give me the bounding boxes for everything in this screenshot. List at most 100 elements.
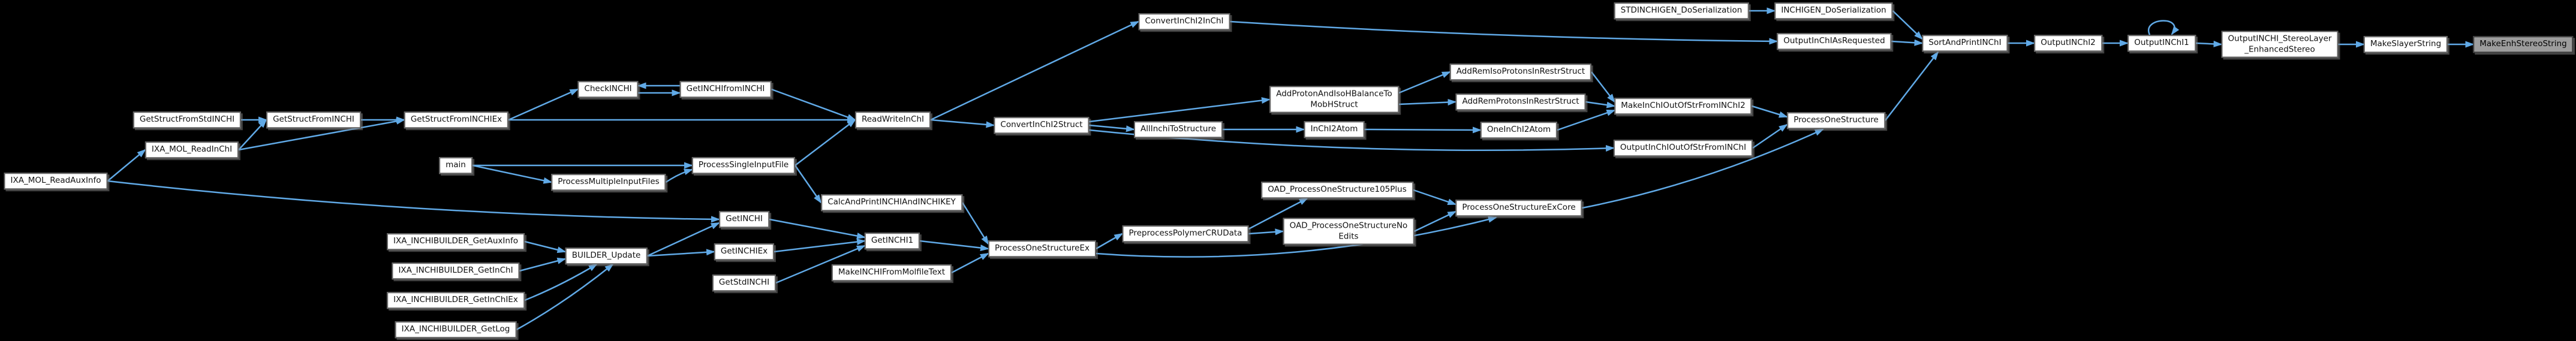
node-label: OneInChI2Atom (1486, 125, 1551, 135)
node-convert-inchi2struct[interactable]: ConvertInChI2Struct (994, 117, 1090, 134)
edge-make_inchi_out-to-process_one_structure (1752, 105, 1788, 118)
node-all-inchi-to-structure[interactable]: AllInchiToStructure (1133, 121, 1223, 138)
node-label: IXA_INCHIBUILDER_GetAuxInfo (393, 236, 518, 246)
node-label: GetINCHI (726, 214, 763, 224)
node-ixa-mol-read-aux-info[interactable]: IXA_MOL_ReadAuxInfo (4, 173, 108, 189)
edge-get_inchi1-to-process_one_structure_ex (919, 240, 989, 251)
node-label: GetStdINCHI (718, 277, 770, 288)
node-label: GetStructFromINCHIEx (410, 114, 502, 125)
node-sort-and-print-inchi[interactable]: SortAndPrintINChI (1922, 35, 2008, 52)
node-label: ConvertInChI2InChI (1145, 16, 1224, 26)
node-add-rem-iso[interactable]: AddRemIsoProtonsInRestrStruct (1449, 64, 1592, 80)
node-add-proton[interactable]: AddProtonAndIsoHBalanceTo MobHStruct (1269, 86, 1399, 113)
edge-get_std_inchi-to-get_inchi1 (775, 245, 866, 284)
edge-output_inchi_out-to-process_one_structure (1752, 123, 1788, 149)
node-process-one-structure-ex[interactable]: ProcessOneStructureEx (988, 240, 1097, 257)
node-builder-update[interactable]: BUILDER_Update (565, 248, 648, 264)
node-output-inchi-stereo-layer[interactable]: OutputINCHI_StereoLayer _EnhancedStereo (2221, 31, 2339, 58)
edge-ixa_builder_get_inchi-to-builder_update (519, 257, 567, 272)
edge-main-to-process_multiple_input_files (472, 164, 553, 184)
node-make-slayer-string[interactable]: MakeSlayerString (2363, 36, 2448, 53)
node-label: GetStructFromStdINCHI (139, 114, 235, 125)
node-label: AddProtonAndIsoHBalanceTo MobHStruct (1276, 89, 1392, 109)
edge-paths (107, 7, 2475, 331)
node-label: ProcessOneStructureEx (994, 243, 1090, 254)
node-label: InChI2Atom (1310, 124, 1358, 134)
node-oad-105plus[interactable]: OAD_ProcessOneStructure105Plus (1261, 182, 1413, 198)
edge-ixa_mol_read_aux_info-to-ixa_mol_read_inchi (107, 149, 146, 182)
edge-get_struct_from_inchi_ex-to-check_inchi (508, 88, 579, 121)
node-get-struct-from-std-inchi[interactable]: GetStructFromStdINCHI (133, 111, 242, 128)
edge-process_multiple_input_files-to-process_single_input_file (665, 168, 693, 183)
edge-process_one_structure_ex-to-process_one_structure_ex_core (1096, 216, 1497, 258)
node-ixa-builder-get-inchi-ex[interactable]: IXA_INCHIBUILDER_GetInChIEx (387, 292, 525, 309)
node-convert-inchi2inchi[interactable]: ConvertInChI2InChI (1138, 13, 1230, 30)
node-label: OAD_ProcessOneStructure105Plus (1268, 185, 1407, 195)
node-output-inchi-out[interactable]: OutputInChIOutOfStrFromINChI (1613, 140, 1753, 156)
node-label: OutputINChI1 (2134, 38, 2189, 48)
node-get-inchi1[interactable]: GetINCHI1 (864, 233, 920, 249)
node-output-inchi1[interactable]: OutputINChI1 (2127, 35, 2196, 52)
node-label: main (446, 160, 466, 170)
node-get-inchi-from-inchi[interactable]: GetINCHIfromINCHI (679, 81, 772, 98)
node-get-struct-from-inchi-ex[interactable]: GetStructFromINCHIEx (404, 111, 509, 128)
node-get-struct-from-inchi[interactable]: GetStructFromINCHI (266, 111, 361, 128)
node-inchi2atom[interactable]: InChI2Atom (1304, 121, 1365, 138)
node-inchigen-do-serialization[interactable]: INCHIGEN_DoSerialization (1774, 2, 1893, 19)
node-label: ProcessSingleInputFile (698, 160, 789, 170)
node-label: AddRemIsoProtonsInRestrStruct (1456, 67, 1585, 77)
node-make-inchi-out[interactable]: MakeInChIOutOfStrFromINChI2 (1614, 98, 1752, 114)
edge-oad_105plus-to-process_one_structure_ex_core (1413, 189, 1457, 206)
node-ixa-mol-read-inchi[interactable]: IXA_MOL_ReadInChI (145, 141, 239, 158)
node-get-std-inchi[interactable]: GetStdINCHI (712, 274, 777, 291)
node-process-single-input-file[interactable]: ProcessSingleInputFile (691, 157, 796, 174)
node-make-inchi-from-molfile-text[interactable]: MakeINCHIFromMolfileText (831, 264, 952, 281)
edge-ixa_mol_read_aux_info-to-get_inchi (107, 180, 720, 223)
node-calc-and-print[interactable]: CalcAndPrintINCHIAndINCHIKEY (821, 194, 962, 211)
edge-add_proton-to-add_rem (1398, 99, 1457, 106)
node-process-one-structure[interactable]: ProcessOneStructure (1787, 112, 1885, 129)
node-get-inchi[interactable]: GetINCHI (719, 211, 769, 228)
node-get-inchi-ex[interactable]: GetINCHIEx (714, 243, 775, 260)
node-label: CheckINCHI (584, 84, 632, 94)
node-output-inchi-as-requested[interactable]: OutputInChIAsRequested (1777, 33, 1892, 50)
node-label: AddRemProtonsInRestrStruct (1462, 96, 1579, 107)
edge-convert_inchi2inchi-to-output_inchi_as_requested (1230, 20, 1778, 45)
node-label: SortAndPrintINChI (1928, 38, 2002, 48)
edge-calc_and_print-to-process_one_structure_ex (961, 202, 989, 245)
edge-ixa_mol_read_inchi-to-get_struct_from_inchi (238, 119, 267, 150)
edge-process_one_structure_ex_core-to-process_one_structure (1582, 128, 1824, 209)
node-oad-no-edits[interactable]: OAD_ProcessOneStructureNo Edits (1283, 218, 1415, 245)
node-label: IXA_INCHIBUILDER_GetInChIEx (393, 295, 518, 305)
edge-oad_no_edits-to-process_one_structure_ex_core (1413, 210, 1457, 233)
node-label: ReadWriteInChI (861, 114, 925, 125)
node-label: OAD_ProcessOneStructureNo Edits (1289, 221, 1408, 241)
node-label: STDINCHIGEN_DoSerialization (1620, 5, 1743, 16)
node-read-write-inchi[interactable]: ReadWriteInChI (854, 111, 931, 128)
edge-ixa_builder_get_aux_info-to-builder_update (524, 240, 567, 254)
edge-builder_update-to-get_inchi_ex (647, 249, 715, 257)
node-stdinchigen-do-serialization[interactable]: STDINCHIGEN_DoSerialization (1614, 2, 1749, 19)
node-add-rem[interactable]: AddRemProtonsInRestrStruct (1455, 93, 1586, 110)
edge-output_inchi1-to-output_inchi_stereo_layer (2195, 40, 2223, 47)
node-label: IXA_INCHIBUILDER_GetLog (401, 324, 510, 334)
node-label: MakeEnhStereoString (2479, 39, 2567, 49)
edge-output_inchi_as_requested-to-sort_and_print_inchi (1891, 39, 1924, 46)
node-one-inchi2atom[interactable]: OneInChI2Atom (1480, 122, 1558, 138)
node-check-inchi[interactable]: CheckINCHI (577, 81, 639, 98)
edge-ixa_builder_get_inchi_ex-to-builder_update (524, 263, 598, 301)
edge-process_one_structure-to-sort_and_print_inchi (1885, 51, 1939, 121)
node-ixa-builder-get-aux-info[interactable]: IXA_INCHIBUILDER_GetAuxInfo (387, 233, 525, 250)
node-output-inchi2[interactable]: OutputINChI2 (2034, 35, 2102, 52)
edge-inchigen_do_serialization-to-sort_and_print_inchi (1892, 10, 1923, 40)
edge-process_single_input_file-to-read_write_inchi (795, 119, 856, 166)
node-process-multiple-input-files[interactable]: ProcessMultipleInputFiles (551, 174, 666, 191)
node-ixa-builder-get-log[interactable]: IXA_INCHIBUILDER_GetLog (395, 321, 517, 338)
node-label: MakeInChIOutOfStrFromINChI2 (1621, 101, 1746, 111)
node-preprocess-polymer-cru-data[interactable]: PreprocessPolymerCRUData (1122, 225, 1249, 242)
node-process-one-structure-ex-core[interactable]: ProcessOneStructureExCore (1455, 200, 1582, 216)
node-main[interactable]: main (439, 157, 473, 174)
node-ixa-builder-get-inchi[interactable]: IXA_INCHIBUILDER_GetInChI (392, 262, 520, 279)
